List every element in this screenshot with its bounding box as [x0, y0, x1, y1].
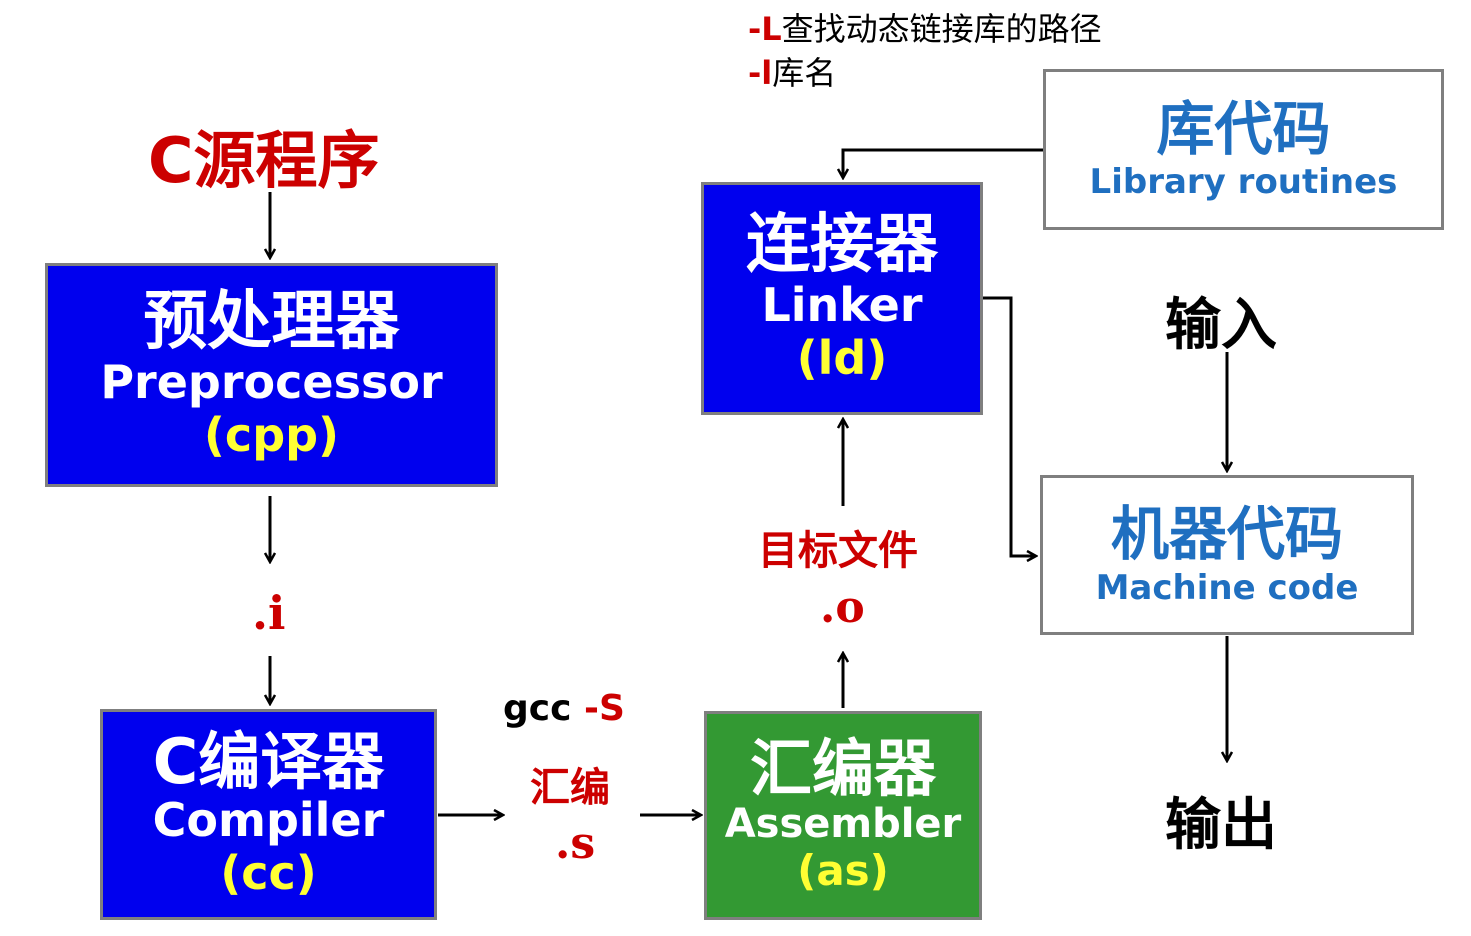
flag-L-desc: 查找动态链接库的路径 [781, 10, 1102, 48]
o-extension: .o [820, 582, 865, 633]
preprocessor-box: 预处理器 Preprocessor (cpp) [45, 263, 498, 487]
linker-zh: 连接器 [746, 208, 938, 283]
preprocessor-cmd: (cpp) [203, 407, 340, 462]
machine-code-box: 机器代码 Machine code [1040, 475, 1414, 635]
object-file-label: 目标文件 [758, 528, 918, 574]
library-name-note: -l库名 [748, 48, 836, 94]
gcc-flag-S: -S [584, 688, 625, 729]
compiler-en: Compiler [152, 793, 385, 848]
linker-cmd: (ld) [796, 331, 888, 386]
compiler-cmd: (cc) [220, 846, 317, 901]
preprocessor-zh: 预处理器 [143, 284, 400, 359]
linker-box: 连接器 Linker (ld) [701, 182, 983, 415]
linker-en: Linker [761, 278, 923, 333]
assembler-box: 汇编器 Assembler (as) [704, 711, 982, 920]
flag-l: -l [748, 54, 773, 92]
machine-en: Machine code [1095, 567, 1359, 608]
gcc-command: gcc -S [503, 688, 625, 729]
library-en: Library routines [1089, 162, 1398, 203]
assembler-cmd: (as) [797, 845, 889, 895]
gcc-text: gcc [503, 688, 572, 729]
s-extension: .s [555, 818, 596, 869]
assemble-label: 汇编 [530, 765, 610, 811]
compiler-box: C编译器 Compiler (cc) [100, 709, 437, 920]
assembler-en: Assembler [724, 800, 962, 847]
output-label: 输出 [1165, 793, 1277, 858]
machine-zh: 机器代码 [1110, 500, 1343, 569]
compiler-zh: C编译器 [152, 725, 385, 799]
flag-L: -L [748, 10, 782, 48]
i-extension: .i [252, 586, 286, 640]
library-path-note: -L查找动态链接库的路径 [748, 4, 1102, 50]
preprocessor-en: Preprocessor [100, 354, 443, 409]
flag-l-desc: 库名 [772, 54, 837, 92]
source-label: C源程序 [148, 124, 380, 197]
library-box: 库代码 Library routines [1043, 69, 1444, 230]
library-zh: 库代码 [1156, 94, 1331, 163]
input-label: 输入 [1165, 293, 1277, 358]
assembler-zh: 汇编器 [749, 731, 936, 805]
